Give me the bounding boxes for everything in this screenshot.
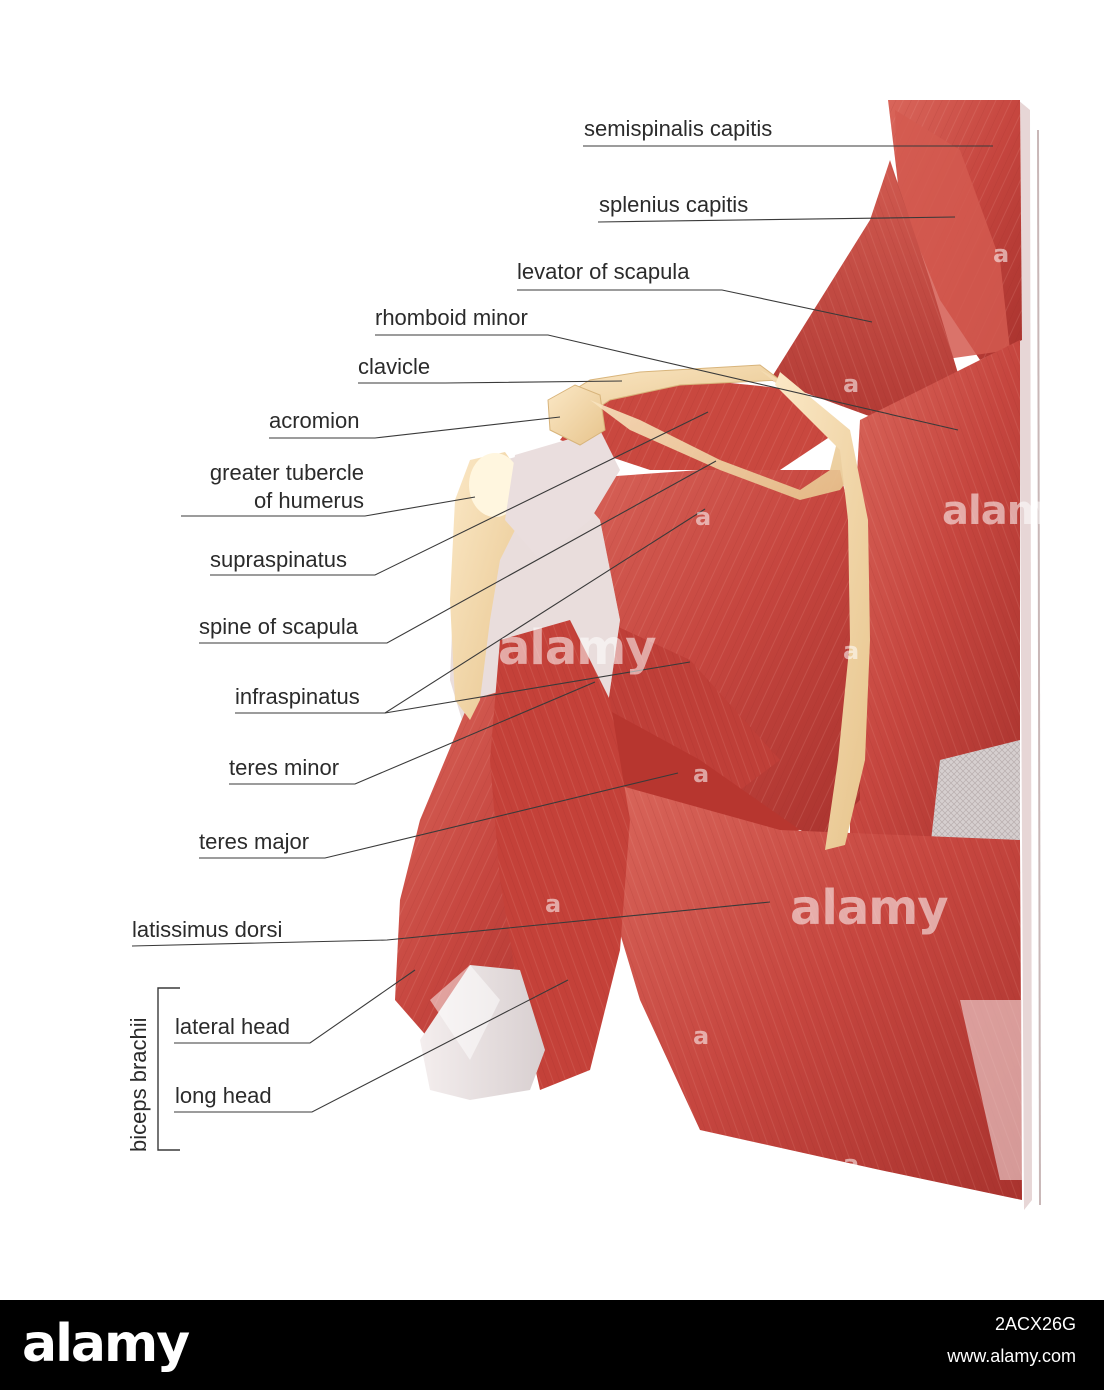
- label-biceps-brachii: biceps brachii: [126, 1017, 151, 1152]
- label-splenius-capitis: splenius capitis: [599, 192, 749, 217]
- watermark-mark-8: a: [993, 240, 1009, 268]
- label-latissimus-dorsi: latissimus dorsi: [132, 917, 283, 942]
- watermark-brand-lower: alamy: [790, 880, 949, 936]
- watermark-mark-5: a: [545, 890, 561, 918]
- watermark-brand-center: alamy: [498, 620, 657, 676]
- footer-image-id: 2ACX26G: [994, 1314, 1076, 1334]
- footer-url: www.alamy.com: [947, 1346, 1076, 1366]
- footer-logo: alamy: [22, 1314, 190, 1374]
- torso-edge: [1018, 100, 1032, 1210]
- label-greater-tubercle-line1: greater tubercle: [209, 460, 364, 485]
- label-teres-major: teres major: [199, 829, 310, 854]
- label-clavicle: clavicle: [358, 354, 431, 379]
- label-spine-of-scapula: spine of scapula: [199, 614, 358, 639]
- anatomy-figure: semispinalis capitis splenius capitis le…: [126, 100, 1073, 1210]
- leader-splenius: [597, 216, 956, 223]
- leader-spine-of-scapula: [199, 460, 717, 644]
- biceps-bracket: [157, 987, 180, 1151]
- label-acromion: acromion: [269, 408, 360, 433]
- watermark-mark-4: a: [693, 760, 709, 788]
- leader-acromion: [269, 416, 561, 439]
- leader-clavicle: [358, 380, 623, 384]
- label-lateral-head: lateral head: [175, 1014, 290, 1039]
- label-long-head: long head: [175, 1083, 272, 1108]
- shoulder-muscles-illustration: [131, 100, 1041, 1210]
- leader-lines: [131, 145, 993, 1113]
- label-supraspinatus: supraspinatus: [210, 547, 347, 572]
- leader-infraspinatus-2: [384, 661, 691, 714]
- watermark-mark-2: a: [695, 503, 711, 531]
- label-teres-minor: teres minor: [229, 755, 340, 780]
- watermark-mark-3: a: [843, 637, 859, 665]
- leader-long-head: [174, 979, 569, 1113]
- label-greater-tubercle-line2: of humerus: [253, 488, 364, 513]
- fascia-mesh: [930, 740, 1020, 850]
- watermark-brand-right: alamy: [942, 488, 1073, 534]
- scapula-medial-border: [775, 372, 870, 850]
- label-rhomboid-minor: rhomboid minor: [375, 305, 528, 330]
- leader-greater-tubercle: [181, 496, 476, 517]
- rotator-cuff-tendon: [505, 430, 620, 560]
- label-levator-of-scapula: levator of scapula: [517, 259, 690, 284]
- leader-rhomboid: [375, 334, 959, 431]
- watermark-mark-7: a: [843, 1150, 859, 1178]
- leader-teres-minor: [229, 681, 596, 785]
- spine-of-scapula-bone: [590, 370, 855, 500]
- leader-latissimus: [131, 901, 771, 947]
- leader-lateral-head: [174, 969, 416, 1044]
- leader-teres-major: [199, 772, 679, 859]
- footer-bar: alamy 2ACX26G www.alamy.com: [0, 1300, 1104, 1390]
- label-semispinalis-capitis: semispinalis capitis: [584, 116, 773, 141]
- acromion-bone: [547, 384, 606, 446]
- watermark-mark-6: a: [693, 1022, 709, 1050]
- leader-supraspinatus: [210, 411, 709, 576]
- leader-levator: [517, 289, 873, 323]
- watermark-mark-1: a: [843, 370, 859, 398]
- label-infraspinatus: infraspinatus: [235, 684, 360, 709]
